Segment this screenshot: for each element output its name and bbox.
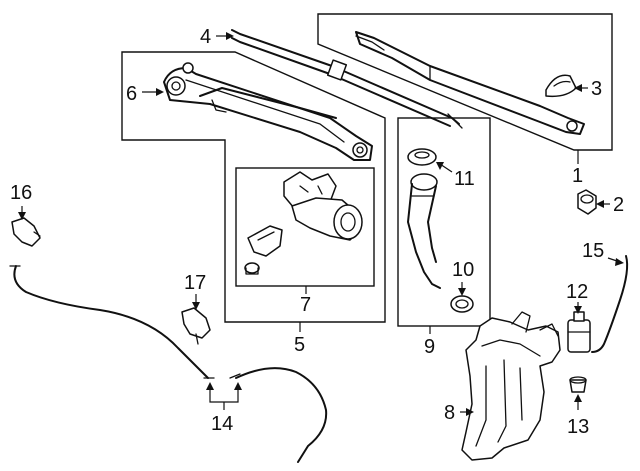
leader-lines — [18, 32, 624, 416]
callout-7: 7 — [300, 294, 311, 316]
washer-hose-left — [9, 265, 215, 379]
callout-3: 3 — [591, 78, 602, 100]
washer-filler-tube — [407, 173, 441, 289]
washer-pump — [567, 311, 591, 353]
pump-grommet — [569, 376, 587, 393]
washer-pump-hose — [591, 255, 629, 353]
wiper-blade — [231, 29, 463, 129]
callout-4: 4 — [200, 26, 211, 48]
wiper-arm-cap — [545, 74, 577, 98]
washer-reservoir — [461, 311, 561, 461]
callout-14: 14 — [211, 413, 233, 435]
callout-15: 15 — [582, 240, 604, 262]
callout-10: 10 — [452, 259, 474, 281]
wiper-arm — [355, 31, 585, 135]
callout-2: 2 — [613, 194, 624, 216]
wiper-motor-group-box — [235, 167, 375, 287]
washer-nozzle-rear — [181, 307, 211, 345]
filler-cap — [407, 148, 437, 166]
callout-8: 8 — [444, 402, 455, 424]
callout-9: 9 — [424, 336, 435, 358]
callout-11: 11 — [454, 168, 475, 190]
callout-16: 16 — [10, 182, 32, 204]
wiper-motor — [244, 171, 363, 275]
wiper-linkage — [163, 62, 373, 161]
callout-12: 12 — [566, 281, 588, 303]
washer-nozzle-front — [11, 217, 41, 247]
washer-hose-center — [229, 367, 328, 463]
callout-6: 6 — [126, 83, 137, 105]
filler-seal — [450, 295, 474, 313]
washer-pump-hose-group-box — [397, 117, 491, 327]
callout-1: 1 — [572, 165, 583, 187]
callout-5: 5 — [294, 334, 305, 356]
arm-nut — [577, 189, 597, 215]
callout-13: 13 — [567, 416, 589, 438]
wiper-transmission-group-box — [121, 51, 386, 323]
wiper-arm-group-box — [317, 13, 613, 151]
callout-17: 17 — [184, 272, 206, 294]
